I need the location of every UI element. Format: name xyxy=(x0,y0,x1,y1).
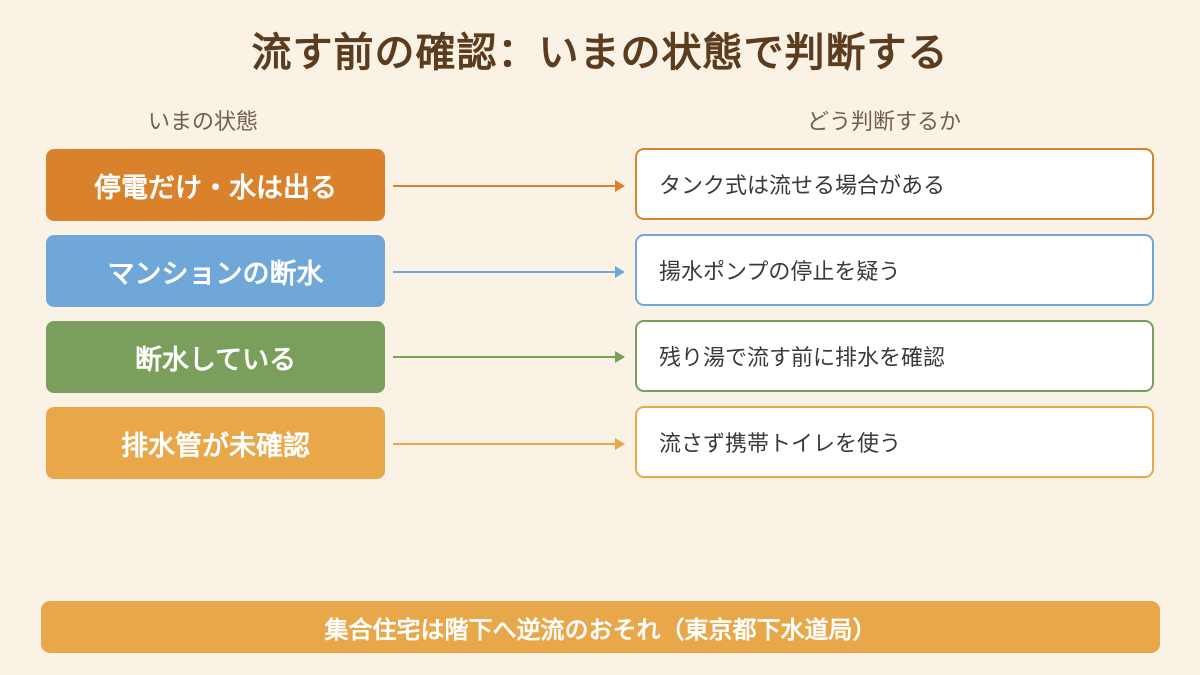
state-box-drain-unchecked: 排水管が未確認 xyxy=(46,407,385,479)
arrow-connector xyxy=(393,351,625,363)
arrow-connector xyxy=(393,266,625,278)
judgment-box-portable-toilet: 流さず携帯トイレを使う xyxy=(635,406,1154,478)
arrow-connector xyxy=(393,180,625,192)
footer-note: 集合住宅は階下へ逆流のおそれ（東京都下水道局） xyxy=(41,601,1160,653)
current-state-header: いまの状態 xyxy=(148,110,259,135)
judgment-box-check-drain: 残り湯で流す前に排水を確認 xyxy=(635,320,1154,392)
arrow-connector xyxy=(393,438,625,450)
page-title: 流す前の確認：いまの状態で判断する xyxy=(251,30,949,76)
judgment-box-pump-stopped: 揚水ポンプの停止を疑う xyxy=(635,234,1154,306)
state-box-water-outage: 断水している xyxy=(46,321,385,393)
judgment-header: どう判断するか xyxy=(807,110,962,135)
judgment-box-tank-flush: タンク式は流せる場合がある xyxy=(635,148,1154,220)
state-box-apartment-water-outage: マンションの断水 xyxy=(46,235,385,307)
state-box-power-outage: 停電だけ・水は出る xyxy=(46,149,385,221)
